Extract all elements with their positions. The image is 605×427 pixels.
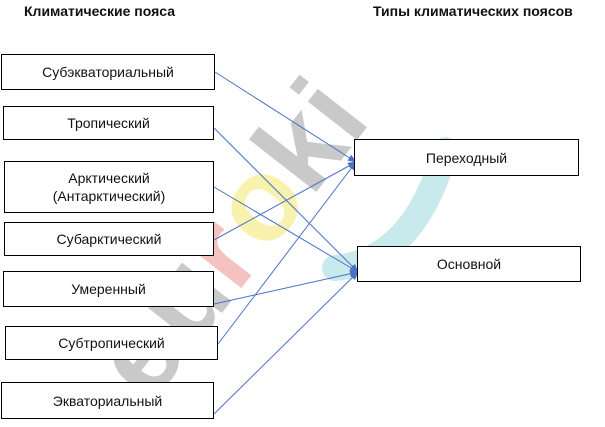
box-subtropical: Субтропический bbox=[5, 326, 218, 360]
box-subarctic: Субарктический bbox=[4, 222, 214, 256]
box-tropical: Тропический bbox=[3, 106, 214, 140]
heading-climate-belts: Климатические пояса bbox=[24, 3, 176, 19]
box-main: Основной bbox=[357, 246, 581, 282]
box-arctic: Арктический (Антарктический) bbox=[4, 161, 214, 213]
connector-subequatorial-to-transitional bbox=[214, 71, 357, 163]
connector-subarctic-to-transitional bbox=[213, 161, 357, 241]
box-transitional: Переходный bbox=[354, 139, 579, 176]
box-equatorial: Экваториальный bbox=[1, 382, 214, 419]
box-subequatorial: Субэкваториальный bbox=[1, 54, 215, 90]
box-temperate: Умеренный bbox=[3, 271, 214, 307]
connector-temperate-to-main bbox=[213, 270, 359, 305]
watermark-letter: k bbox=[228, 81, 373, 214]
connector-arctic-to-main bbox=[213, 186, 359, 273]
heading-belt-types: Типы климатических поясов bbox=[373, 3, 573, 19]
connector-tropical-to-main bbox=[213, 127, 359, 273]
connector-subtropical-to-transitional bbox=[217, 161, 357, 345]
connector-equatorial-to-main bbox=[213, 271, 359, 415]
